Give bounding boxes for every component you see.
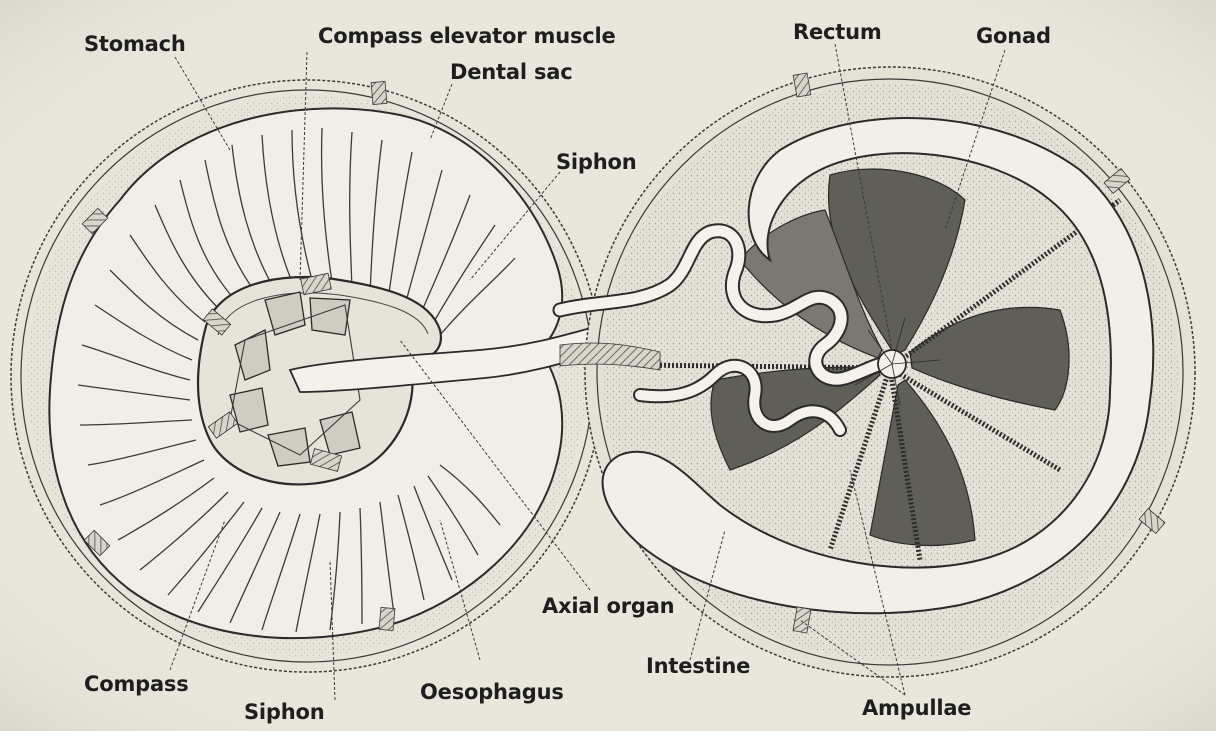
label-stomach: Stomach xyxy=(84,32,186,56)
label-gonad: Gonad xyxy=(976,24,1051,48)
aboral-half-drawing xyxy=(560,67,1195,677)
label-axial-organ: Axial organ xyxy=(542,594,674,618)
label-oesophagus: Oesophagus xyxy=(420,680,564,704)
label-siphon-top: Siphon xyxy=(556,150,636,174)
label-rectum: Rectum xyxy=(793,20,882,44)
label-ampullae: Ampullae xyxy=(862,696,971,720)
label-compass-elevator-muscle: Compass elevator muscle xyxy=(318,24,616,48)
oral-half-drawing xyxy=(11,80,625,672)
label-dental-sac: Dental sac xyxy=(450,60,572,84)
label-intestine: Intestine xyxy=(646,654,750,678)
label-compass: Compass xyxy=(84,672,189,696)
label-siphon-bottom: Siphon xyxy=(244,700,324,724)
